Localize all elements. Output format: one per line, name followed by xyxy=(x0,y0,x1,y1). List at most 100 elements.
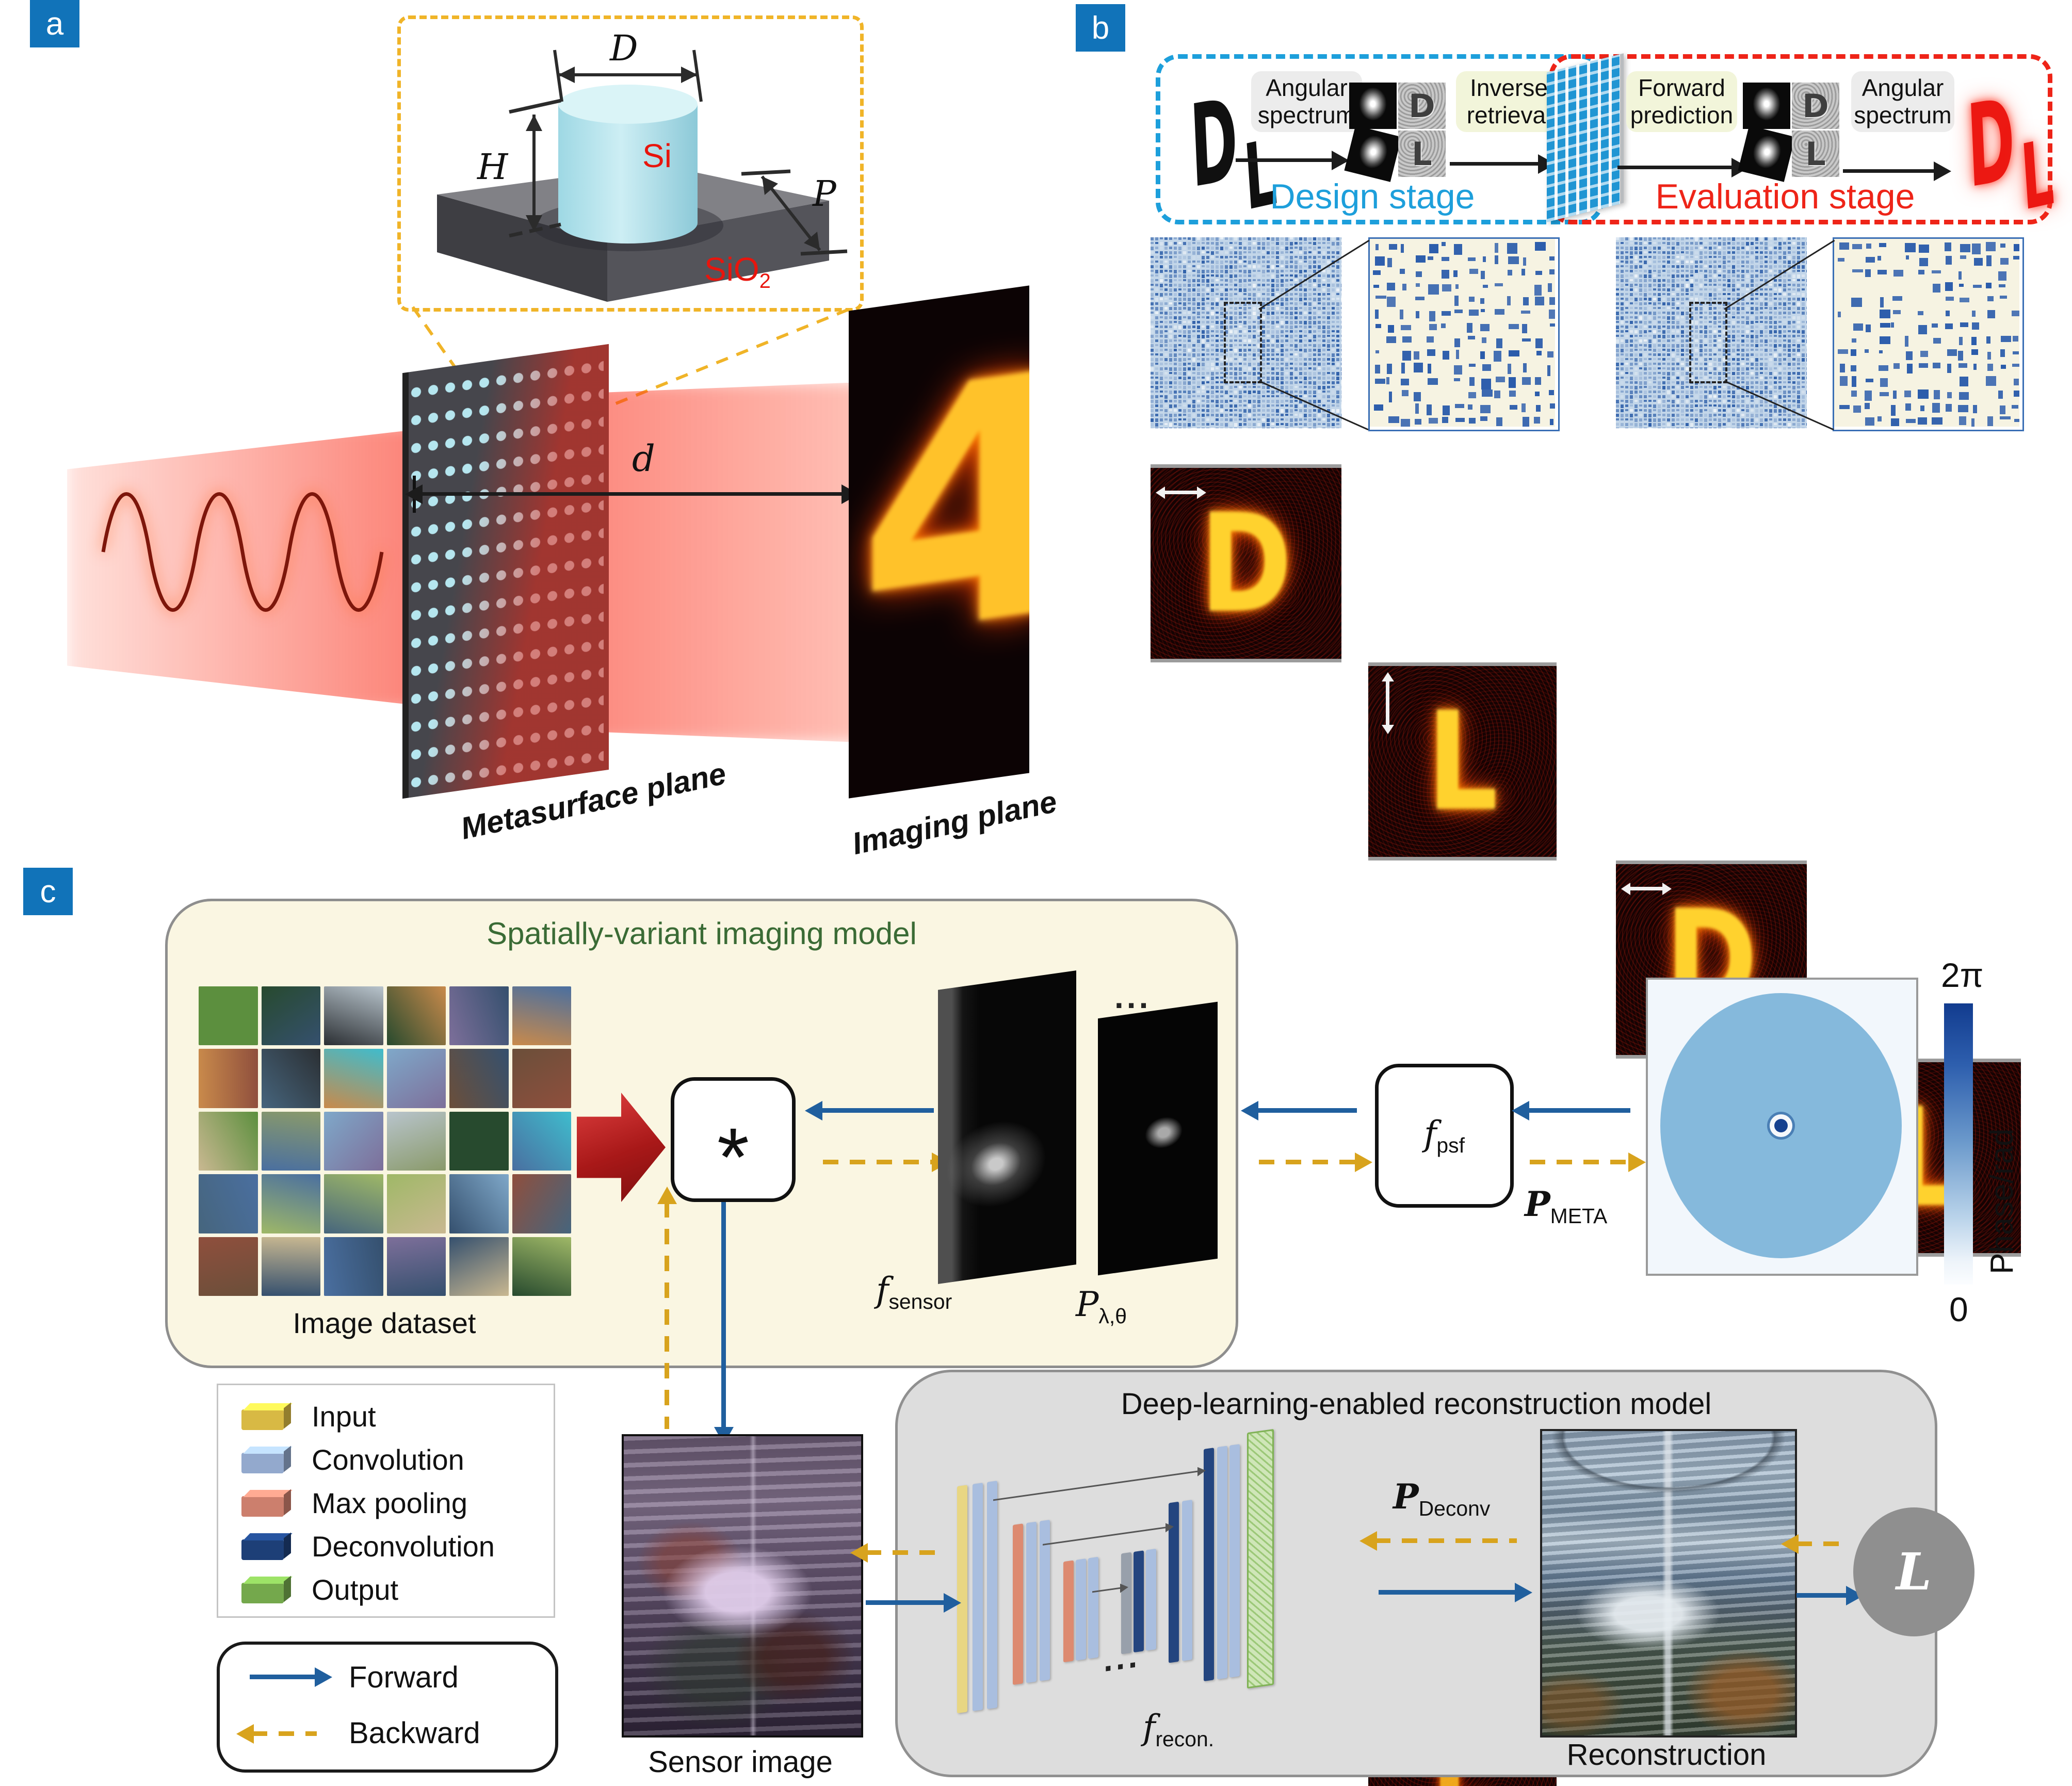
image-dataset-grid xyxy=(199,986,571,1296)
unet-layer-cv xyxy=(1088,1556,1098,1659)
psf-stack-label: Pλ,θ xyxy=(1076,1285,1127,1328)
step-angular-spectrum-1: Angular spectrum xyxy=(1251,71,1362,132)
psf-to-conv-forward-arrow xyxy=(805,1100,934,1121)
loss-symbol: L xyxy=(1896,1542,1932,1602)
colorbar-max-label: 2π xyxy=(1941,956,1984,994)
metasurface-plane xyxy=(402,344,609,799)
dataset-photo-tile xyxy=(512,1174,571,1233)
sio2-label: SiO2 xyxy=(704,251,771,293)
dataset-photo-tile xyxy=(199,1237,258,1296)
fpsf-to-phase-backward-arrow xyxy=(1530,1152,1646,1172)
phase-colorbar xyxy=(1944,1003,1973,1285)
si-label: Si xyxy=(642,137,672,174)
flow-arrow-2 xyxy=(1450,154,1556,174)
model-to-sensor-backward-arrow xyxy=(850,1543,943,1563)
dataset-photo-tile xyxy=(512,1111,571,1171)
amp-tile-D2 xyxy=(1743,83,1790,129)
pattern-full-svg xyxy=(1616,237,1807,428)
unet-layer-cv xyxy=(1146,1548,1156,1651)
recon-to-unet-backward-arrow xyxy=(1359,1531,1517,1551)
recon-to-loss-forward-arrow xyxy=(1796,1585,1864,1605)
unet-layer-mp xyxy=(1063,1560,1074,1663)
unet-layer-cv xyxy=(1076,1558,1086,1661)
phase-center-dot xyxy=(1774,1119,1788,1132)
legend-item-label: Convolution xyxy=(312,1443,464,1476)
phase-circle xyxy=(1660,993,1902,1258)
pattern-full-2 xyxy=(1616,237,1807,428)
sim-tile-L1: L xyxy=(1368,662,1557,860)
backward-arrow-icon xyxy=(236,1724,317,1744)
unet-layer-cv xyxy=(1182,1500,1192,1661)
psf-stack-back xyxy=(1098,1001,1218,1276)
unet-layer-cv xyxy=(1026,1521,1037,1683)
fpsf-to-psf-forward-arrow xyxy=(1241,1100,1357,1121)
imaging-model-title: Spatially-variant imaging model xyxy=(487,916,917,951)
step-inverse-retrieval: Inverse retrieval xyxy=(1456,71,1562,132)
flow-legend-box: Forward Backward xyxy=(217,1642,558,1773)
dataset-photo-tile xyxy=(324,1237,383,1296)
dataset-photo-tile xyxy=(386,1049,446,1108)
dim-P-label: P xyxy=(813,174,836,215)
phase-tile-D: D xyxy=(1398,83,1446,129)
evaluation-stage-label: Evaluation stage xyxy=(1655,177,1915,216)
p-deconv-label: PDeconv xyxy=(1393,1476,1491,1521)
pattern-zoom-box-1 xyxy=(1224,302,1262,383)
unet-layer-cv xyxy=(1217,1446,1227,1680)
unet-layer-cv xyxy=(987,1481,997,1710)
panel-c-letter: c xyxy=(40,873,56,910)
dataset-photo-tile xyxy=(386,986,446,1046)
reconstruction-model-title: Deep-learning-enabled reconstruction mod… xyxy=(1121,1387,1712,1421)
legend-item-label: Output xyxy=(312,1573,399,1606)
forward-arrow-icon xyxy=(250,1667,332,1687)
phase-tile-L2: L xyxy=(1792,131,1839,177)
dataset-photo-tile xyxy=(512,1049,571,1108)
legend-item-label: Deconvolution xyxy=(312,1530,495,1563)
reconstruction-label: Reconstruction xyxy=(1566,1738,1767,1772)
step-forward-prediction: Forward prediction xyxy=(1626,71,1737,132)
unit-cell-inset: D H P Si SiO2 xyxy=(397,15,864,312)
dataset-photo-tile xyxy=(199,986,258,1046)
spectrum-tiles-1: D L xyxy=(1344,83,1446,182)
metasurface-phase-map xyxy=(1646,978,1918,1276)
h-polarization-arrow-icon xyxy=(1164,491,1198,494)
dataset-photo-tile xyxy=(261,1174,320,1233)
dataset-photo-tile xyxy=(449,1174,509,1233)
dataset-photo-tile xyxy=(449,1049,509,1108)
psf-dots: ... xyxy=(1114,978,1152,1015)
convolution-op-box: * xyxy=(671,1077,796,1202)
colorbar-axis-label: Phase/rad xyxy=(1984,1128,2020,1274)
colorbar-min-label: 0 xyxy=(1949,1290,1968,1328)
metasurface-beam-tint xyxy=(402,344,609,799)
dim-D-label: D xyxy=(610,28,638,69)
forward-label: Forward xyxy=(349,1661,459,1694)
design-stage-label: Design stage xyxy=(1270,177,1475,216)
layer-block-icon xyxy=(241,1532,293,1561)
image-dataset-label: Image dataset xyxy=(293,1307,476,1339)
dataset-photo-tile xyxy=(449,986,509,1046)
d-label: d xyxy=(632,437,655,480)
sim-tile-D1: D xyxy=(1151,464,1341,662)
dataset-photo-tile xyxy=(199,1049,258,1108)
unet-layer-cv xyxy=(973,1483,983,1711)
sensor-image-label: Sensor image xyxy=(648,1745,833,1779)
reconstruction-image xyxy=(1540,1429,1797,1738)
legend-item-max-pooling: Max pooling xyxy=(241,1486,467,1520)
dataset-photo-tile xyxy=(386,1174,446,1233)
wave-icon xyxy=(101,492,384,612)
p-meta-label: PMETA xyxy=(1525,1184,1608,1228)
unet-to-recon-forward-arrow xyxy=(1379,1582,1532,1602)
loss-to-recon-backward-arrow xyxy=(1781,1534,1848,1554)
spectrum-tiles-2: D L xyxy=(1738,83,1839,182)
flow-arrow-1 xyxy=(1236,150,1349,170)
pattern-zoom-box-2 xyxy=(1689,302,1727,383)
amp-tile-D xyxy=(1349,83,1397,129)
sensor-backward-arrow xyxy=(657,1187,677,1429)
conv-to-psf-backward-arrow xyxy=(823,1152,949,1172)
unet-bottleneck-dots: ... xyxy=(1104,1636,1141,1679)
pattern-zoom-svg xyxy=(1834,239,2019,427)
dataset-photo-tile xyxy=(386,1111,446,1171)
dataset-photo-tile xyxy=(324,1049,383,1108)
dataset-photo-tile xyxy=(449,1237,509,1296)
pattern-inset-2 xyxy=(1833,237,2024,431)
amp-tile-L xyxy=(1344,125,1402,182)
